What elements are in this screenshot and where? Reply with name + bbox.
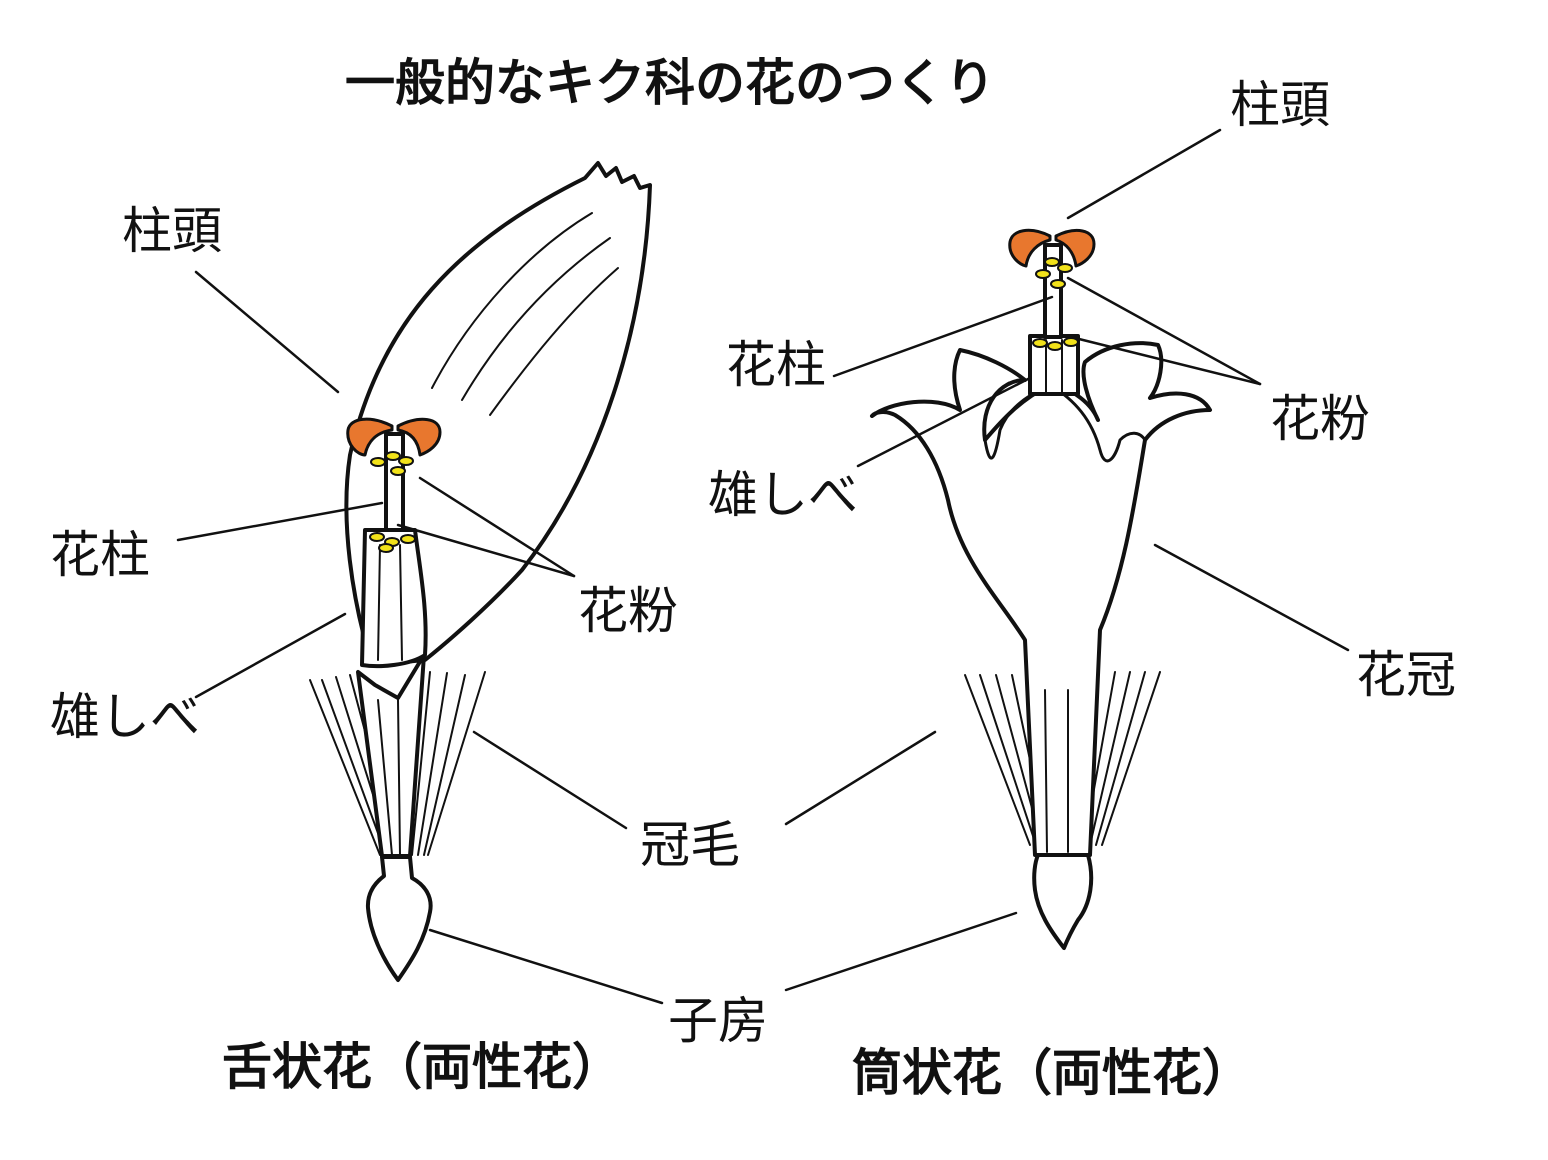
petal-vein (461, 237, 611, 401)
stigma-left (346, 417, 442, 457)
anther-line (377, 544, 381, 661)
tube-line (397, 699, 401, 856)
petal-vein (489, 267, 619, 416)
pollen-left (369, 451, 416, 553)
diagram-title: 一般的なキク科の花のつくり (345, 54, 995, 112)
label-pollen-right: 花粉 (1270, 390, 1370, 448)
label-stigma-right: 柱頭 (1230, 76, 1330, 134)
ovary-left (365, 855, 433, 982)
label-pollen-left: 花粉 (578, 582, 678, 640)
label-pappus: 冠毛 (640, 816, 740, 874)
tube-line (1044, 689, 1048, 853)
stigma-right (1008, 228, 1096, 268)
anther-line (399, 544, 403, 661)
corolla-lobe (983, 383, 1147, 463)
caption-ligulate-flower: 舌状花（両性花） (222, 1038, 622, 1096)
label-corolla-right: 花冠 (1356, 646, 1456, 704)
petal-vein (431, 212, 593, 389)
label-style-left: 花柱 (50, 526, 150, 584)
label-style-right: 花柱 (726, 336, 826, 394)
style-left (384, 432, 405, 532)
pollen-right (1032, 257, 1079, 351)
corolla-right (870, 341, 1212, 857)
leader-lines (176, 128, 1350, 1005)
caption-tubular-flower: 筒状花（両性花） (852, 1044, 1252, 1102)
anther-tube-left (360, 528, 428, 669)
label-stigma-left: 柱頭 (122, 202, 222, 260)
label-ovary: 子房 (668, 992, 768, 1050)
ovary-right (1032, 853, 1094, 950)
label-stamen-left: 雄しべ (50, 688, 200, 746)
label-stamen-right: 雄しべ (708, 466, 858, 524)
tube-line (377, 699, 393, 856)
